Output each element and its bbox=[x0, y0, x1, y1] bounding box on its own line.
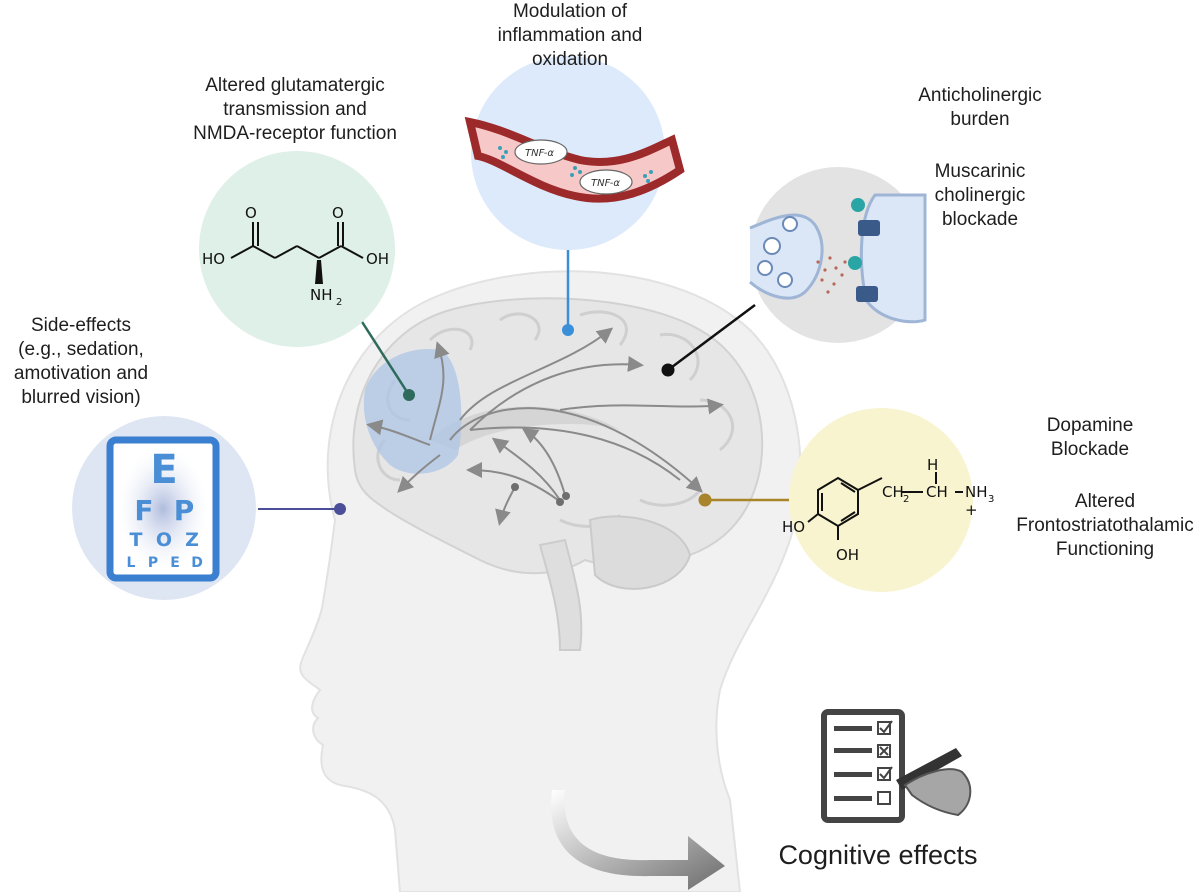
inflammation-circle: TNF-α TNF-α bbox=[464, 56, 685, 250]
glutamate-structure bbox=[230, 222, 364, 259]
tnf-label-1: TNF-α bbox=[525, 148, 554, 159]
tnf-vesicle-1 bbox=[514, 139, 568, 165]
eye-chart-row-3-a: T bbox=[130, 529, 143, 551]
neural-pathways bbox=[366, 327, 724, 526]
eye-chart-row-4-a: L bbox=[127, 555, 136, 571]
eye-chart-row-4-d: D bbox=[191, 555, 203, 571]
synapse-icon bbox=[749, 193, 927, 324]
glutamate-o-1: O bbox=[245, 204, 257, 222]
dopamine-circle: H CH 2 CH NH 3 + HO OH bbox=[782, 408, 994, 592]
dopamine-ch: CH bbox=[926, 483, 948, 501]
eye-chart-row-3-b: O bbox=[156, 529, 172, 551]
dopamine-ch2-sub: 2 bbox=[903, 494, 909, 505]
dopamine-ch2: CH bbox=[882, 483, 904, 501]
dopamine-nh-sub: 3 bbox=[988, 494, 994, 505]
glutamate-nh-sub: 2 bbox=[336, 297, 342, 308]
synapse-circle bbox=[749, 167, 927, 343]
glutamate-nh: NH bbox=[310, 286, 333, 304]
label-side-effects: Side-effects (e.g., sedation, amotivatio… bbox=[13, 315, 149, 408]
eye-chart-row-1: E bbox=[150, 447, 177, 493]
dopamine-plus: + bbox=[965, 501, 978, 519]
label-inflammation: Modulation of inflammation and oxidation bbox=[497, 1, 643, 70]
dopamine-oh: OH bbox=[836, 546, 859, 564]
curved-arrow-icon bbox=[551, 790, 725, 890]
checklist-icon bbox=[821, 709, 905, 823]
eye-chart-row-4-b: P bbox=[148, 555, 158, 571]
label-anticholinergic: Anticholinergic burden bbox=[918, 85, 1042, 130]
eye-chart-row-3-c: Z bbox=[185, 529, 199, 551]
dopamine-ho: HO bbox=[782, 518, 805, 536]
pathway-nodes bbox=[511, 483, 570, 506]
glutamate-ho: HO bbox=[202, 250, 225, 268]
label-cognitive-effects: Cognitive effects bbox=[778, 840, 978, 870]
label-dopamine: Dopamine Blockade bbox=[1046, 415, 1134, 460]
hand-pen-icon bbox=[896, 748, 972, 817]
eye-chart-row-4-c: E bbox=[170, 555, 180, 571]
eye-chart-circle: E F P T O Z L P E D bbox=[72, 416, 256, 600]
blood-vessel-icon: TNF-α TNF-α bbox=[464, 116, 685, 203]
eye-chart-row-2-b: P bbox=[174, 494, 195, 527]
dopamine-h: H bbox=[927, 456, 938, 474]
dopamine-nh: NH bbox=[965, 483, 988, 501]
label-muscarinic: Muscarinic cholinergic blockade bbox=[934, 161, 1026, 230]
glutamate-circle: O O HO OH NH 2 bbox=[199, 151, 395, 347]
glutamate-o-2: O bbox=[332, 204, 344, 222]
label-glutamate: Altered glutamatergic transmission and N… bbox=[193, 75, 397, 144]
tnf-vesicle-2 bbox=[579, 169, 633, 195]
label-frontostriato: Altered Frontostriatothalamic Functionin… bbox=[1016, 491, 1194, 560]
eye-chart-row-2-a: F bbox=[134, 494, 153, 527]
dopamine-structure bbox=[807, 472, 963, 540]
glutamate-oh: OH bbox=[366, 250, 389, 268]
tnf-label-2: TNF-α bbox=[591, 178, 620, 189]
